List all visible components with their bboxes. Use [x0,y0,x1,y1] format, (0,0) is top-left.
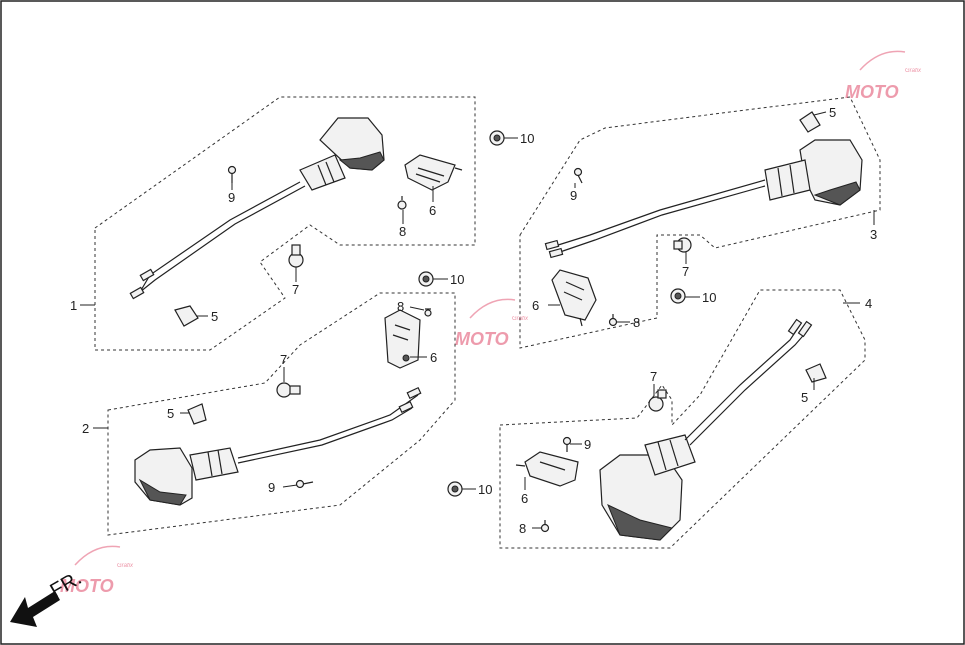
callout-7: 7 [650,369,657,384]
connector-3b [548,247,564,259]
callout-5: 5 [801,390,808,405]
grommet-10 [418,271,434,287]
bolt-8 [397,196,407,210]
callout-8: 8 [633,315,640,330]
clip-5 [187,403,207,425]
callout-6: 6 [521,491,528,506]
lamp-4-wire [684,324,801,441]
callout-7: 7 [682,264,689,279]
watermark-logo: MOTO Grafix [455,298,529,349]
svg-text:Grafix: Grafix [512,316,529,322]
callout-5: 5 [211,309,218,324]
assembly-3 [519,96,881,349]
lamp-1-wire [139,181,301,293]
grommet-10 [447,481,463,497]
callout-10: 10 [450,272,464,287]
callout-10: 10 [702,290,716,305]
leader-lines [80,111,875,529]
callout-3: 3 [870,227,877,242]
callout-9: 9 [268,480,275,495]
callout-2: 2 [82,421,89,436]
svg-text:MOTO: MOTO [60,576,114,596]
connector-4a [787,318,803,336]
mounting-bracket-6 [515,451,579,487]
callout-8: 8 [519,521,526,536]
callout-10: 10 [478,482,492,497]
callout-6: 6 [430,350,437,365]
callout-9: 9 [584,437,591,452]
connector-1b [129,286,145,300]
callout-7: 7 [292,282,299,297]
bulb-7 [288,244,304,268]
mounting-bracket-6 [384,309,421,369]
front-direction-indicator: FR. [10,567,85,627]
mounting-bracket-6 [404,154,463,191]
screw-9 [295,479,314,489]
svg-text:MOTO: MOTO [455,329,509,349]
connector-1a [139,268,155,282]
callout-10: 10 [520,131,534,146]
callout-1: 1 [70,298,77,313]
callout-6: 6 [429,203,436,218]
clip-5 [805,363,827,383]
assembly-1 [94,96,476,351]
svg-text:MOTO: MOTO [845,82,899,102]
grommet-10 [489,130,505,146]
assembly-4 [499,289,866,549]
callout-8: 8 [399,224,406,239]
connector-4b [797,320,813,338]
assembly-2-outline [107,292,456,536]
bulb-7 [276,382,301,398]
callout-5: 5 [829,105,836,120]
screw-9 [573,167,583,184]
bulb-7 [648,389,667,412]
turn-signal-lamp-4 [599,434,696,541]
svg-text:Grafix: Grafix [905,68,922,74]
watermark-logo: MOTO Grafix [60,545,134,596]
bolt-8 [608,314,618,327]
lamp-2-wire [237,394,419,459]
screw-9 [562,436,572,452]
callout-9: 9 [570,188,577,203]
clip-5 [174,305,199,327]
front-arrow-icon [10,591,60,627]
svg-text:Grafix: Grafix [117,563,134,569]
assembly-2 [107,292,456,536]
grommet-10 [670,288,686,304]
assembly-4-outline [499,289,866,549]
callout-labels: 1 2 3 4 5 5 5 5 6 6 6 6 7 7 7 7 8 8 8 8 … [70,105,877,536]
clip-5 [799,111,821,133]
connector-3a [544,239,560,251]
lamp-3-wire [554,179,766,247]
connector-2b [398,400,414,414]
assembly-1-outline [94,96,476,351]
callout-7: 7 [280,352,287,367]
bulb-7 [673,237,692,253]
bolt-8 [540,520,550,533]
screw-9 [227,165,237,183]
connector-2a [406,386,422,400]
turn-signal-lamp-3 [764,139,863,206]
callout-4: 4 [865,296,872,311]
turn-signal-lamp-2 [134,447,239,506]
turn-signal-lamp-1 [299,117,385,191]
callout-6: 6 [532,298,539,313]
bolt-8 [424,308,432,317]
callout-9: 9 [228,190,235,205]
assembly-3-outline [519,96,881,349]
mounting-bracket-6 [551,269,597,327]
callout-8: 8 [397,299,404,314]
callout-5: 5 [167,406,174,421]
watermark-logo: MOTO Grafix [845,50,922,102]
